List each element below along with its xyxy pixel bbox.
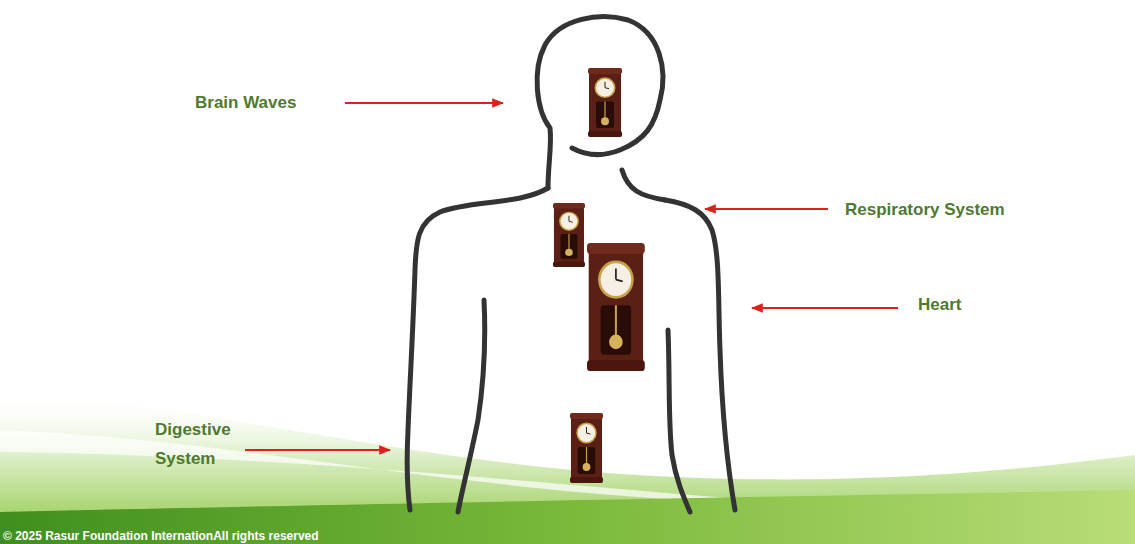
leader-line bbox=[752, 307, 898, 309]
heart-clock bbox=[587, 243, 645, 371]
system-label: Heart bbox=[918, 295, 961, 315]
arm-inner-left bbox=[458, 300, 485, 512]
head-outline bbox=[537, 17, 663, 188]
leader-line bbox=[245, 449, 390, 451]
leader-line bbox=[705, 208, 828, 210]
respiratory-clock bbox=[553, 203, 585, 267]
digestive-clock bbox=[570, 413, 603, 483]
leader-line bbox=[345, 102, 503, 104]
system-label: Respiratory System bbox=[845, 200, 1005, 220]
brain-clock bbox=[588, 68, 622, 137]
shoulder-left bbox=[407, 188, 548, 510]
system-label: Digestive System bbox=[155, 415, 255, 473]
copyright-note: © 2025 Rasur Foundation InternationAll r… bbox=[3, 529, 319, 543]
system-label: Brain Waves bbox=[195, 93, 296, 113]
ground-swoosh bbox=[0, 392, 1135, 544]
neck-right bbox=[622, 170, 665, 200]
arm-inner-right bbox=[668, 330, 690, 512]
ground-band bbox=[0, 490, 1135, 544]
